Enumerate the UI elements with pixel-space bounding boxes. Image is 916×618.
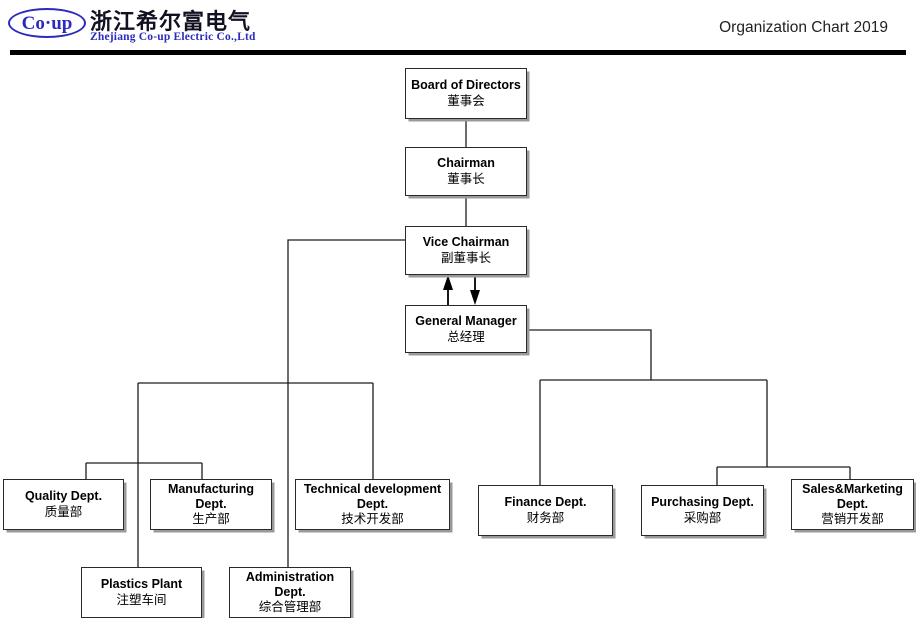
- node-label-cn: 副董事长: [440, 250, 491, 265]
- node-label-cn: 生产部: [192, 511, 230, 527]
- node-label-en: Administration Dept.: [245, 569, 335, 599]
- node-label-cn: 技术开发部: [341, 511, 404, 527]
- node-label-cn: 质量部: [44, 504, 83, 519]
- node-label-cn: 总经理: [447, 328, 485, 344]
- node-label-en: Sales&Marketing Dept.: [802, 481, 903, 511]
- header-divider: [10, 50, 906, 55]
- node-label-en: Manufacturing Dept.: [167, 481, 255, 511]
- page-header: Co·up 浙江希尔富电气 Zhejiang Co-up Electric Co…: [0, 0, 916, 56]
- node-label-en: General Manager: [415, 313, 517, 328]
- company-name-english: Zhejiang Co-up Electric Co.,Ltd: [90, 31, 256, 43]
- node-sales-marketing-dept[interactable]: Sales&Marketing Dept. 营销开发部: [791, 479, 914, 530]
- node-general-manager[interactable]: General Manager 总经理: [405, 305, 527, 353]
- arrow-up-head: [443, 275, 453, 290]
- page-title: Organization Chart 2019: [719, 19, 888, 36]
- node-label-en: Purchasing Dept.: [651, 495, 754, 510]
- node-label-cn: 董事会: [447, 93, 485, 108]
- node-label-en: Technical development Dept.: [303, 481, 442, 511]
- node-label-en: Chairman: [437, 156, 495, 171]
- edge-vice-gm-double-arrow: [443, 275, 480, 305]
- edge-vice-admin: [287, 239, 405, 567]
- node-board-of-directors[interactable]: Board of Directors 董事会: [405, 68, 527, 119]
- node-manufacturing-dept[interactable]: Manufacturing Dept. 生产部: [150, 479, 272, 530]
- node-technical-development-dept[interactable]: Technical development Dept. 技术开发部: [295, 479, 450, 530]
- node-label-cn: 董事长: [447, 171, 485, 186]
- node-chairman[interactable]: Chairman 董事长: [405, 147, 527, 196]
- node-label-cn: 财务部: [526, 510, 565, 525]
- node-label-en: Plastics Plant: [100, 577, 183, 592]
- node-label-en: Vice Chairman: [422, 235, 510, 250]
- node-label-en: Board of Directors: [411, 78, 521, 93]
- node-label-cn: 注塑车间: [116, 592, 167, 607]
- company-logo-icon: Co·up: [8, 8, 86, 38]
- node-vice-chairman[interactable]: Vice Chairman 副董事长: [405, 226, 527, 275]
- node-label-en: Finance Dept.: [504, 495, 587, 510]
- edge-gm-right: [527, 329, 652, 380]
- node-label-en: Quality Dept.: [24, 489, 103, 504]
- node-finance-dept[interactable]: Finance Dept. 财务部: [478, 485, 613, 536]
- logo-mark-text: Co·up: [21, 12, 73, 34]
- arrow-down-head: [470, 290, 480, 305]
- node-purchasing-dept[interactable]: Purchasing Dept. 采购部: [641, 485, 764, 536]
- node-label-cn: 综合管理部: [258, 599, 322, 615]
- node-plastics-plant[interactable]: Plastics Plant 注塑车间: [81, 567, 202, 618]
- node-label-cn: 营销开发部: [821, 511, 884, 527]
- node-administration-dept[interactable]: Administration Dept. 综合管理部: [229, 567, 351, 618]
- node-quality-dept[interactable]: Quality Dept. 质量部: [3, 479, 124, 530]
- node-label-cn: 采购部: [683, 510, 722, 525]
- company-name-chinese: 浙江希尔富电气: [90, 10, 252, 35]
